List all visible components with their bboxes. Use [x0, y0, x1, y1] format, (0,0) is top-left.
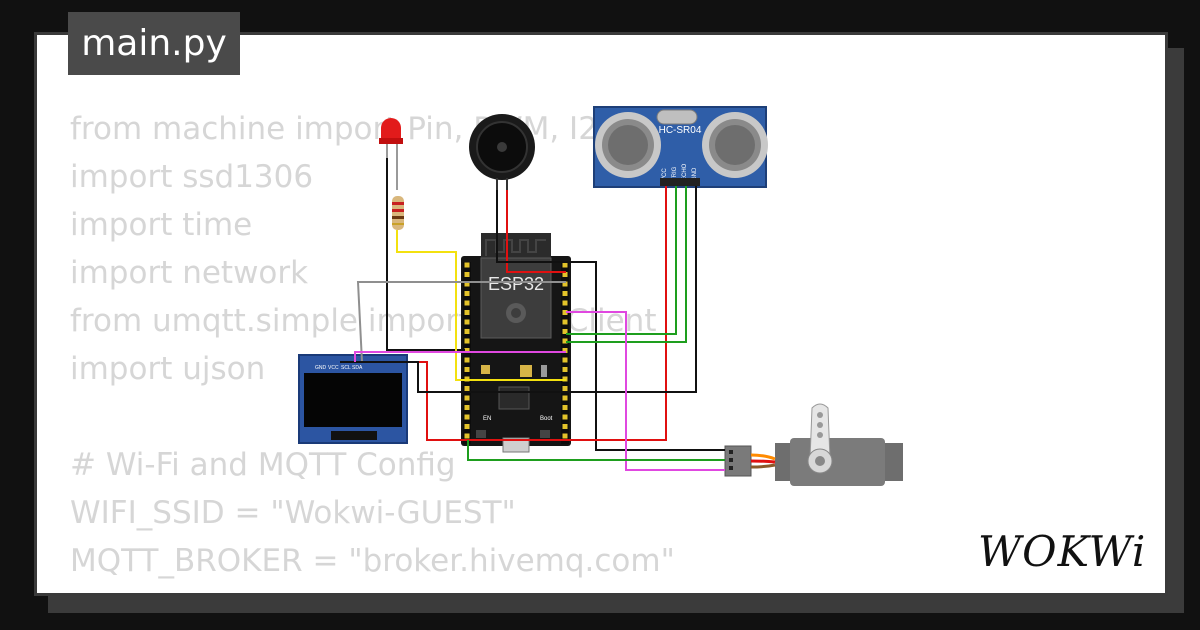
- ultrasonic-sensor[interactable]: HC-SR04 VCC TRIG ECHO GND: [593, 106, 768, 188]
- header-pin: [562, 367, 568, 372]
- header-pin: [562, 395, 568, 401]
- buzzer[interactable]: [469, 114, 535, 190]
- wires: [340, 158, 725, 471]
- code-line: import ssd1306: [70, 159, 314, 195]
- wire-magenta: [566, 311, 725, 471]
- header-pin: [562, 414, 568, 420]
- wire-magenta: [354, 351, 566, 362]
- oled-pin-label: GND: [315, 365, 327, 371]
- wire-gray: [356, 281, 566, 363]
- header-pin: [562, 338, 568, 344]
- wire-black: [496, 190, 725, 451]
- header-pin: [464, 367, 470, 372]
- header-pin: [562, 433, 568, 439]
- esp32-label: ESP32: [488, 274, 544, 294]
- header-pin: [562, 300, 568, 306]
- file-tab[interactable]: main.py: [68, 12, 240, 75]
- code-line: import network: [70, 255, 309, 291]
- header-pin: [464, 262, 470, 268]
- esp32-pins: [464, 262, 568, 439]
- oled-pin-label: SCL: [341, 365, 351, 371]
- header-pin: [464, 272, 470, 277]
- boot-label: Boot: [540, 416, 553, 422]
- header-pin: [562, 357, 568, 363]
- ultrasonic-transducer-left: [595, 112, 661, 178]
- header-pin: [464, 281, 470, 287]
- boot-button[interactable]: [540, 430, 550, 438]
- servo-motor[interactable]: [724, 403, 903, 486]
- project-preview-card[interactable]: from machine import Pin, PWM, I2C import…: [34, 32, 1168, 596]
- header-pin: [464, 319, 470, 325]
- wire-green: [566, 186, 687, 343]
- header-pin: [562, 319, 568, 325]
- wire-yellow: [396, 230, 566, 381]
- code-line: MQTT_PORT = 8883: [70, 585, 675, 593]
- oled-display[interactable]: GND VCC SCL SDA: [298, 354, 408, 444]
- header-pin: [464, 357, 470, 363]
- en-label: EN: [483, 416, 491, 422]
- wire-green: [467, 440, 725, 461]
- header-pin: [464, 424, 470, 429]
- header-pin: [464, 433, 470, 439]
- header-pin: [464, 300, 470, 306]
- header-pin: [562, 310, 568, 315]
- header-pin: [464, 329, 470, 334]
- wire-black: [340, 186, 697, 393]
- ultrasonic-label: HC-SR04: [659, 125, 702, 136]
- oled-pin-label: SDA: [352, 365, 363, 371]
- oled-pin-label: VCC: [328, 365, 339, 371]
- code-line: MQTT_BROKER = "broker.hivemq.com": [70, 543, 675, 579]
- circuit-diagram[interactable]: HC-SR04 VCC TRIG ECHO GND: [34, 32, 1168, 596]
- header-pin: [464, 395, 470, 401]
- header-pin: [464, 310, 470, 315]
- code-line: WIFI_SSID = "Wokwi-GUEST": [70, 495, 516, 531]
- header-pin: [562, 348, 568, 353]
- header-pin: [562, 272, 568, 277]
- ultrasonic-pin-label: GND: [692, 167, 698, 181]
- header-pin: [562, 281, 568, 287]
- logo-text: WOKWi: [978, 527, 1146, 576]
- wokwi-logo[interactable]: WOKWi: [978, 520, 1148, 580]
- header-pin: [464, 291, 470, 296]
- ultrasonic-transducer-right: [702, 112, 768, 178]
- header-pin: [464, 348, 470, 353]
- header-pin: [562, 329, 568, 334]
- header-pin: [464, 338, 470, 344]
- header-pin: [562, 262, 568, 268]
- header-pin: [562, 405, 568, 410]
- ultrasonic-pin-label: ECHO: [682, 163, 688, 181]
- code-line: import ujson: [70, 351, 266, 387]
- red-led[interactable]: [379, 118, 403, 190]
- wire-green: [566, 186, 677, 335]
- ultrasonic-pin-label: VCC: [662, 168, 668, 181]
- en-button[interactable]: [476, 430, 486, 438]
- header-pin: [562, 424, 568, 429]
- wire-red: [506, 190, 566, 273]
- wire-black: [386, 158, 465, 351]
- header-pin: [562, 386, 568, 391]
- code-line: import time: [70, 207, 253, 243]
- code-line: # Wi-Fi and MQTT Config: [70, 447, 456, 483]
- header-pin: [464, 414, 470, 420]
- wokwi-logo-mark: WOKWi: [978, 527, 1146, 576]
- resistor[interactable]: [392, 196, 404, 230]
- header-pin: [464, 386, 470, 391]
- ultrasonic-pin-label: TRIG: [672, 166, 678, 181]
- header-pin: [464, 405, 470, 410]
- header-pin: [562, 291, 568, 296]
- code-editor-preview: from machine import Pin, PWM, I2C import…: [70, 105, 675, 593]
- esp32-board[interactable]: ESP32 EN Boot: [461, 233, 571, 453]
